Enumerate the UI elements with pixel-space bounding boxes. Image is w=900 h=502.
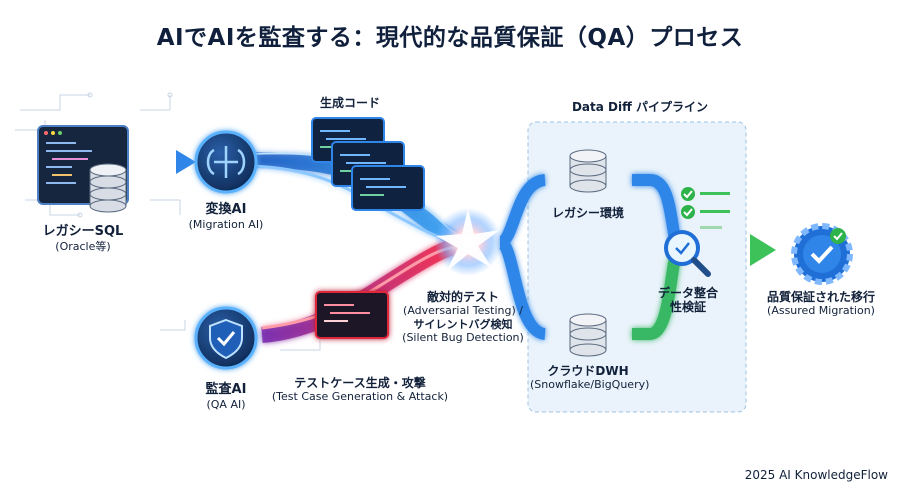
collision-spark-icon bbox=[434, 208, 502, 276]
test-case-node: テストケース生成・攻撃 (Test Case Generation & Atta… bbox=[262, 376, 458, 404]
adversarial-line4: (Silent Bug Detection) bbox=[402, 330, 524, 344]
legacy-sql-sub: (Oracle等) bbox=[55, 239, 111, 253]
adversarial-node: 敵対的テスト (Adversarial Testing) / サイレントバグ検知… bbox=[396, 290, 530, 344]
cloud-dwh-sub: (Snowflake/BigQuery) bbox=[530, 378, 650, 392]
cloud-dwh-node: クラウドDWH (Snowflake/BigQuery) bbox=[530, 364, 650, 392]
footer-credit: 2025 AI KnowledgeFlow bbox=[744, 468, 888, 482]
migration-ai-label: 変換AI bbox=[205, 202, 247, 217]
shield-check-icon bbox=[194, 306, 258, 370]
flow-arrowhead bbox=[176, 150, 196, 174]
data-consistency-line2: 性検証 bbox=[669, 300, 706, 315]
brain-chip-icon bbox=[194, 130, 258, 194]
qa-ai-node: 監査AI (QA AI) bbox=[176, 382, 276, 411]
generated-code-label: 生成コード bbox=[319, 96, 380, 110]
adversarial-line2: (Adversarial Testing) / bbox=[403, 304, 523, 318]
checklist-icon bbox=[681, 187, 730, 229]
legacy-sql-node: レガシーSQL (Oracle等) bbox=[18, 224, 148, 253]
qa-ai-sub: (QA AI) bbox=[206, 397, 246, 411]
database-icon bbox=[569, 313, 607, 357]
legacy-sql-label: レガシーSQL bbox=[42, 224, 124, 239]
database-icon bbox=[89, 163, 127, 213]
pipeline-title: Data Diff パイプライン bbox=[571, 100, 709, 114]
code-window-icon bbox=[311, 117, 425, 211]
data-consistency-line1: データ整合 bbox=[657, 286, 718, 300]
legacy-env-label: レガシー環境 bbox=[551, 206, 624, 220]
pipeline-loop bbox=[497, 174, 681, 340]
page-title: AIでAIを監査する：現代的な品質保証（QA）プロセス bbox=[156, 25, 744, 51]
qa-ai-label: 監査AI bbox=[205, 382, 247, 397]
adversarial-line3: サイレントバグ検知 bbox=[413, 317, 513, 331]
assured-migration-label: 品質保証された移行 bbox=[766, 290, 875, 304]
flow-arrowhead bbox=[750, 234, 776, 266]
data-consistency-node: データ整合 性検証 bbox=[656, 286, 720, 315]
attack-code-window-icon bbox=[315, 291, 389, 339]
assured-migration-sub: (Assured Migration) bbox=[767, 304, 875, 318]
cloud-dwh-label: クラウドDWH bbox=[547, 364, 629, 378]
test-case-label: テストケース生成・攻撃 bbox=[294, 376, 426, 390]
gear-check-icon bbox=[791, 223, 853, 285]
test-case-sub: (Test Case Generation & Attack) bbox=[271, 390, 449, 404]
adversarial-line1: 敵対的テスト bbox=[426, 290, 499, 304]
magnifier-icon bbox=[664, 230, 711, 277]
database-icon bbox=[569, 149, 607, 193]
assured-migration-node: 品質保証された移行 (Assured Migration) bbox=[756, 290, 886, 318]
migration-ai-sub: (Migration AI) bbox=[188, 217, 264, 231]
migration-ai-node: 変換AI (Migration AI) bbox=[166, 202, 286, 231]
